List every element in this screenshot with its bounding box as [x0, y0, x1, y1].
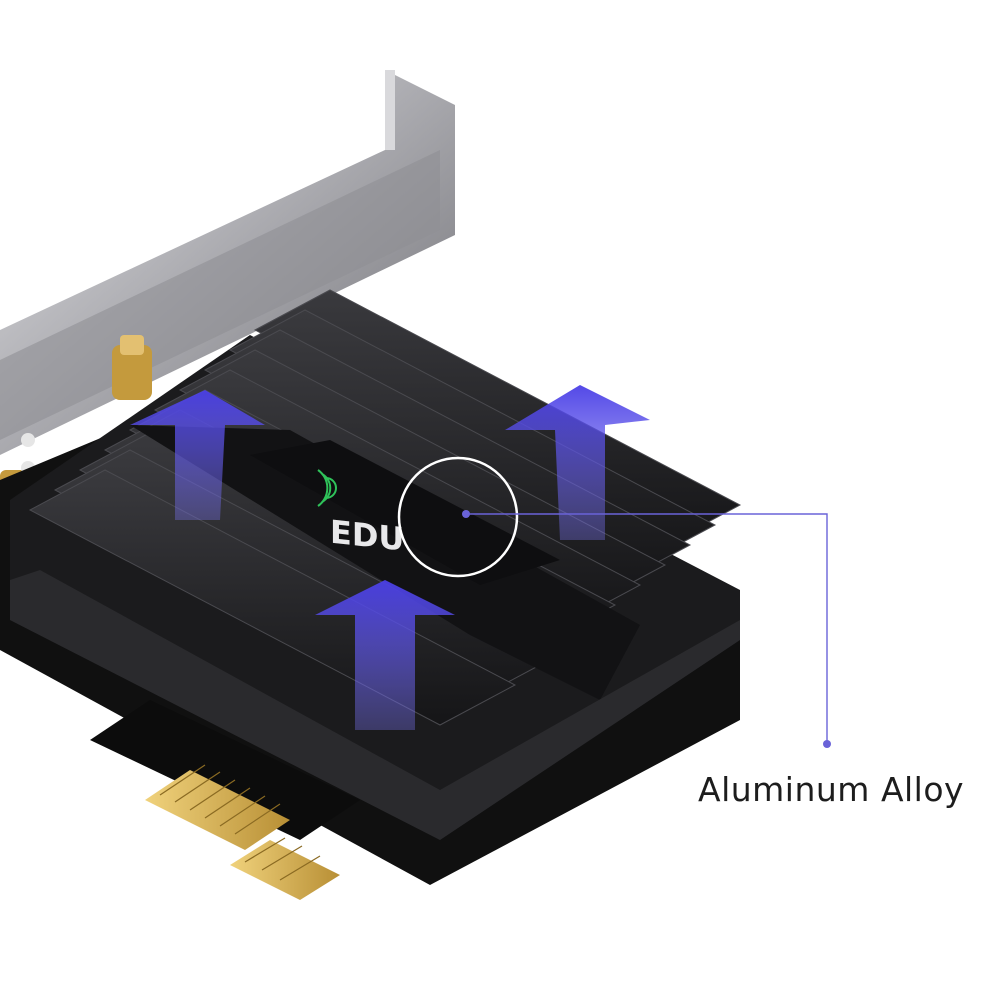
brand-logo: EDU	[317, 469, 404, 559]
callout-highlight-circle	[397, 456, 519, 578]
airflow-arrows	[130, 385, 650, 730]
airflow-arrow-left	[130, 390, 265, 520]
airflow-arrow-right	[505, 385, 650, 540]
logo-text: EDU	[330, 513, 404, 559]
callout-pointer	[397, 456, 831, 748]
callout-end-dot	[823, 740, 831, 748]
gold-edge-contacts	[145, 764, 340, 900]
airflow-arrow-bottom	[315, 580, 455, 730]
callout-leader-line	[466, 513, 828, 744]
callout-label-aluminum-alloy: Aluminum Alloy	[698, 770, 965, 809]
